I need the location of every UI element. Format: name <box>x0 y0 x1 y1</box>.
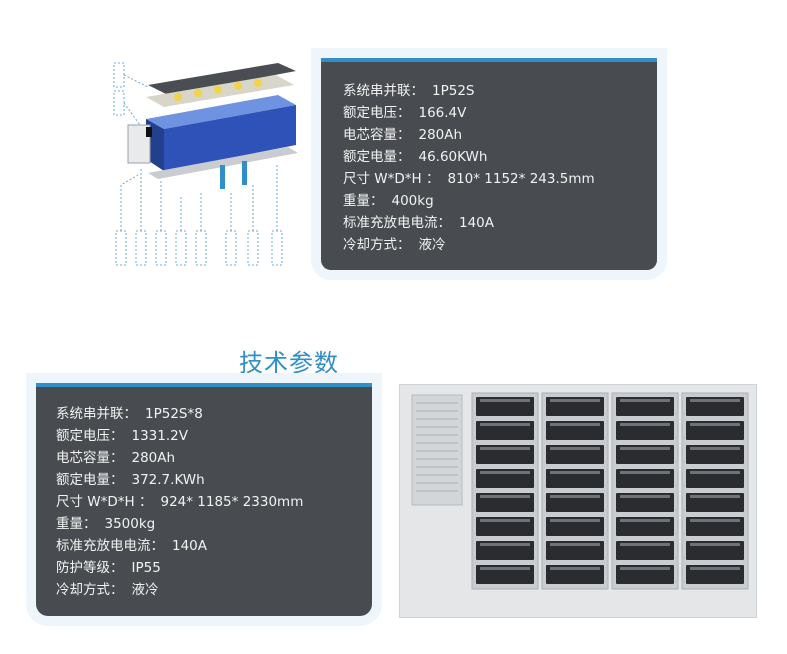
module-handle <box>690 447 740 450</box>
spec-rated-energy: 额定电量：372.7.KWh <box>56 472 205 488</box>
module-handle <box>480 447 530 450</box>
cooling-pipe-2 <box>242 161 247 185</box>
spec-cooling: 冷却方式：液冷 <box>56 582 159 598</box>
callout-labels <box>113 62 283 266</box>
module-handle <box>690 399 740 402</box>
module-top-cover <box>148 63 296 95</box>
module-handle <box>480 471 530 474</box>
cell-terminal-dots <box>174 79 262 101</box>
spec-cooling: 冷却方式：液冷 <box>343 237 446 253</box>
module-spec-card: 系统串并联：1P52S 额定电压：166.4V 电芯容量：280Ah 额定电量：… <box>321 58 657 270</box>
module-handle <box>550 447 600 450</box>
module-handle <box>620 519 670 522</box>
spec-series-parallel: 系统串并联：1P52S <box>343 83 475 99</box>
spec-protection-rating: 防护等级：IP55 <box>56 560 161 576</box>
battery-cabinet-photo <box>399 384 757 618</box>
spec-dimensions: 尺寸 W*D*H ：810* 1152* 243.5mm <box>343 171 595 187</box>
cell-block-top <box>146 95 296 129</box>
battery-rack-columns <box>471 392 749 590</box>
spec-rated-voltage: 额定电压：1331.2V <box>56 428 188 444</box>
battery-module-exploded-figure <box>113 62 298 266</box>
module-handle <box>480 399 530 402</box>
module-handle <box>620 471 670 474</box>
spec-charge-current: 标准充放电电流：140A <box>343 215 495 231</box>
module-spec-list: 系统串并联：1P52S 额定电压：166.4V 电芯容量：280Ah 额定电量：… <box>321 62 657 256</box>
module-handle <box>620 399 670 402</box>
module-handle <box>480 495 530 498</box>
module-handle <box>620 567 670 570</box>
module-handle <box>620 495 670 498</box>
module-handle <box>690 495 740 498</box>
module-bottom-plate <box>148 147 298 179</box>
module-handle <box>620 543 670 546</box>
cooling-pipe-1 <box>220 165 225 189</box>
spec-cell-capacity: 电芯容量：280Ah <box>343 127 463 143</box>
cabinet-spec-card: 系统串并联：1P52S*8 额定电压：1331.2V 电芯容量：280Ah 额定… <box>36 383 372 616</box>
spec-rated-voltage: 额定电压：166.4V <box>343 105 467 121</box>
spec-series-parallel: 系统串并联：1P52S*8 <box>56 406 203 422</box>
module-terminal <box>146 127 152 137</box>
spec-weight: 重量：3500kg <box>56 516 156 532</box>
module-handle <box>480 543 530 546</box>
module-handle <box>690 471 740 474</box>
module-handle <box>480 567 530 570</box>
module-handle <box>550 519 600 522</box>
module-handle <box>550 543 600 546</box>
spec-rated-energy: 额定电量：46.60KWh <box>343 149 488 165</box>
module-handle <box>690 423 740 426</box>
module-handle <box>550 471 600 474</box>
title-underline <box>34 381 372 384</box>
module-handle <box>690 567 740 570</box>
module-handle <box>550 495 600 498</box>
module-handle <box>620 423 670 426</box>
section-title: 技术参数 <box>239 349 339 377</box>
spec-cell-capacity: 电芯容量：280Ah <box>56 450 176 466</box>
cabinet-spec-list: 系统串并联：1P52S*8 额定电压：1331.2V 电芯容量：280Ah 额定… <box>36 387 372 601</box>
module-handle <box>550 567 600 570</box>
cell-block-front <box>164 105 296 171</box>
cabinet-vent-panel <box>411 394 463 506</box>
module-handle <box>690 519 740 522</box>
module-handle <box>480 519 530 522</box>
spec-weight: 重量：400kg <box>343 193 434 209</box>
module-handle <box>480 423 530 426</box>
module-handle <box>550 399 600 402</box>
spec-dimensions: 尺寸 W*D*H ：924* 1185* 2330mm <box>56 494 304 510</box>
module-handle <box>620 447 670 450</box>
vent-slats <box>416 402 458 492</box>
module-handle <box>550 423 600 426</box>
spec-charge-current: 标准充放电电流：140A <box>56 538 208 554</box>
module-handle <box>690 543 740 546</box>
module-end-plate <box>127 124 151 164</box>
